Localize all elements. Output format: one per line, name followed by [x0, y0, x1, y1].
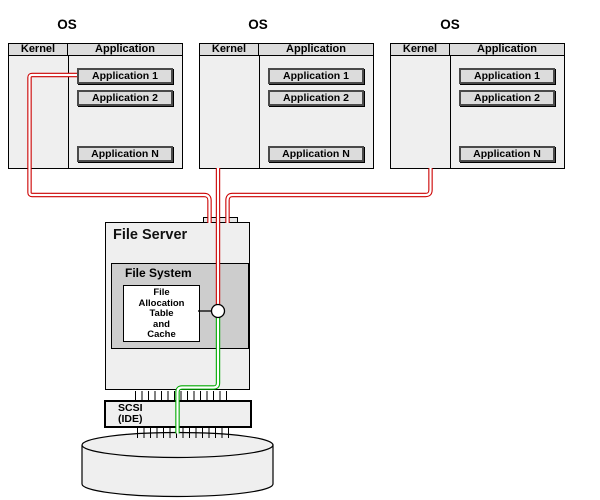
os1-kernel-column: [9, 56, 69, 168]
fat-line: Allocation: [138, 297, 185, 309]
os1-application-2: Application 2: [77, 90, 173, 106]
scsi-ide-box: SCSI (IDE): [104, 400, 252, 428]
os1-kernel-header: Kernel: [9, 44, 68, 56]
ide-label: (IDE): [118, 413, 143, 425]
os1-box: Kernel Application Application 1 Applica…: [8, 43, 183, 169]
os3-application-2: Application 2: [459, 90, 555, 106]
ribbon-connector-bottom: [137, 428, 229, 438]
os1-application-header: Application: [68, 44, 182, 56]
cable-os3-red: [225, 168, 433, 223]
os2-application-1: Application 1: [268, 68, 364, 84]
os1-application-n: Application N: [77, 146, 173, 162]
os2-application-2: Application 2: [268, 90, 364, 106]
os1-header: Kernel Application: [9, 44, 182, 56]
os3-application-header: Application: [450, 44, 564, 56]
file-system-title: File System: [125, 266, 192, 280]
fat-line: Table: [149, 308, 174, 320]
os2-box: Kernel Application Application 1 Applica…: [199, 43, 374, 169]
os3-box: Kernel Application Application 1 Applica…: [390, 43, 565, 169]
os3-kernel-column: [391, 56, 451, 168]
file-allocation-table-box: File Allocation Table and Cache: [123, 285, 200, 342]
os1-application-1: Application 1: [77, 68, 173, 84]
fat-line: Cache: [147, 329, 176, 341]
os3-header: Kernel Application: [391, 44, 564, 56]
os2-kernel-header: Kernel: [200, 44, 259, 56]
disk-cylinder-body: [81, 445, 274, 498]
os2-header: Kernel Application: [200, 44, 373, 56]
os3-kernel-header: Kernel: [391, 44, 450, 56]
fat-line: and: [153, 318, 170, 330]
cable-os3-core: [226, 168, 432, 223]
file-server-title: File Server: [113, 227, 188, 243]
ribbon-connector-top: [135, 391, 230, 400]
os2-application-header: Application: [259, 44, 373, 56]
os3-application-1: Application 1: [459, 68, 555, 84]
os1-title: OS: [57, 17, 77, 32]
os3-title: OS: [440, 17, 460, 32]
os2-application-n: Application N: [268, 146, 364, 162]
file-system-box: File System File Allocation Table and Ca…: [111, 263, 249, 349]
file-server-box: File Server File System File Allocation …: [105, 222, 250, 390]
fat-line: File: [153, 287, 170, 298]
os3-application-n: Application N: [459, 146, 555, 162]
scsi-label: SCSI: [118, 402, 143, 414]
os2-kernel-column: [200, 56, 260, 168]
os2-title: OS: [248, 17, 268, 32]
